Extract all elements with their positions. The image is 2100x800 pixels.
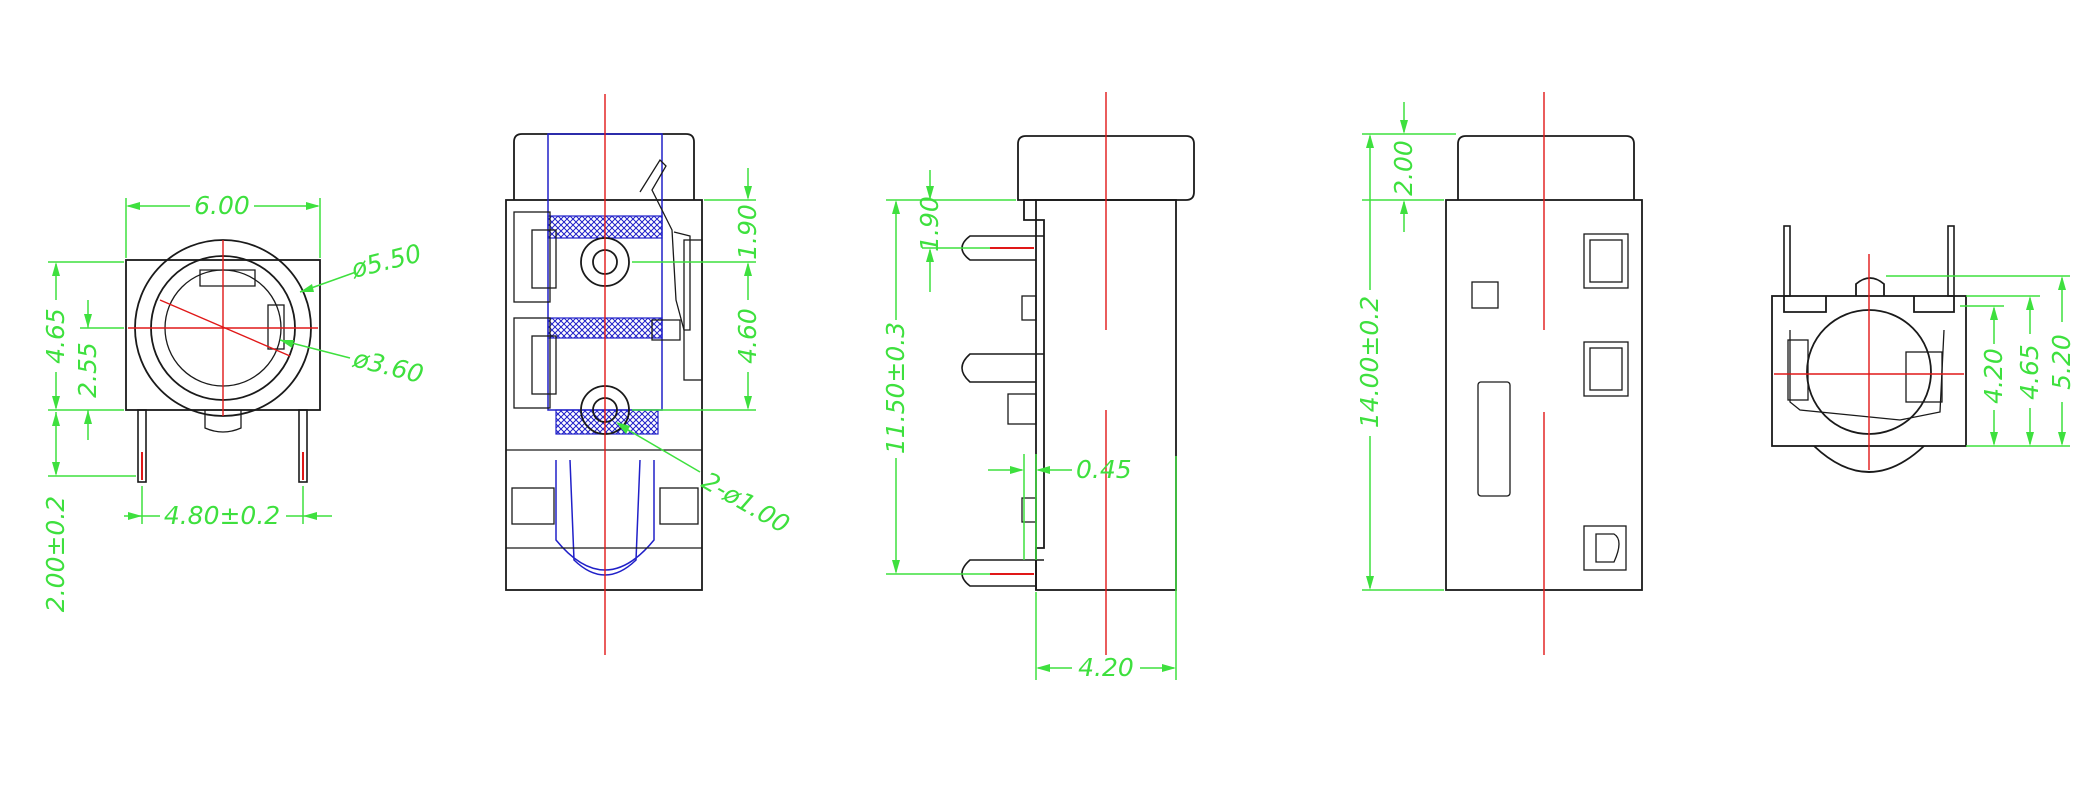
rear-top-tab [1855, 277, 1885, 296]
dim-front-height-center: 2.55 [73, 342, 102, 398]
side-right-slot-3 [1583, 525, 1627, 571]
bottom-spring-contact [639, 158, 691, 331]
dim-rear-height-b: 4.65 [2015, 344, 2044, 400]
bottom-body [505, 199, 703, 591]
side-left-pin-2 [961, 353, 1044, 383]
bottom-cap [513, 133, 695, 200]
bottom-view: 1.90 4.60 2-ø1.00 [505, 94, 795, 655]
dim-bottom-holes: 2-ø1.00 [697, 466, 795, 539]
front-side-slot [267, 304, 285, 350]
rear-pin-left [1783, 225, 1791, 297]
side-right-cap [1457, 135, 1635, 200]
side-right-slot-1 [1583, 233, 1629, 289]
dim-side-left-depth: 4.20 [1078, 653, 1134, 682]
side-right-square-1 [1471, 281, 1499, 309]
dim-front-pin-length: 2.00±0.2 [41, 496, 70, 612]
front-bottom-tab [204, 410, 242, 433]
dim-side-right-overall-length: 14.00±0.2 [1355, 296, 1384, 428]
front-pin-right [298, 409, 308, 483]
dim-rear-height-a: 4.20 [1979, 348, 2008, 404]
side-left-cap [1017, 135, 1195, 201]
dim-front-pin-spacing: 4.80±0.2 [164, 501, 280, 530]
dim-side-left-pin-thickness: 0.45 [1076, 455, 1132, 484]
dim-front-width: 6.00 [194, 191, 250, 220]
side-left-view: 11.50±0.3 1.90 0.45 4.20 [881, 92, 1195, 682]
dim-side-left-pin-offset: 1.90 [915, 196, 944, 252]
dim-rear-height-c: 5.20 [2047, 334, 2076, 390]
front-view: 6.00 ø5.50 ø3.60 4.65 2.55 2.00±0.2 [41, 191, 426, 612]
dim-bottom-hole-spacing: 4.60 [733, 308, 762, 364]
side-right-slot-2 [1583, 341, 1629, 397]
front-contact-spring [199, 269, 256, 287]
dim-bottom-top-offset: 1.90 [733, 204, 762, 260]
dim-side-left-body-length: 11.50±0.3 [881, 322, 910, 454]
dim-front-height-total: 4.65 [41, 308, 70, 364]
rear-contact [1789, 329, 1945, 421]
dim-front-inner-diameter: ø3.60 [350, 343, 427, 389]
side-right-view: 2.00 14.00±0.2 [1355, 92, 1643, 655]
rear-view: 4.20 4.65 5.20 [1771, 225, 2076, 473]
dim-front-outer-diameter: ø5.50 [347, 239, 424, 285]
rear-pin-right [1947, 225, 1955, 297]
side-right-long-slot [1477, 381, 1511, 497]
front-pin-left [137, 409, 147, 483]
dim-side-right-cap-height: 2.00 [1389, 140, 1418, 196]
